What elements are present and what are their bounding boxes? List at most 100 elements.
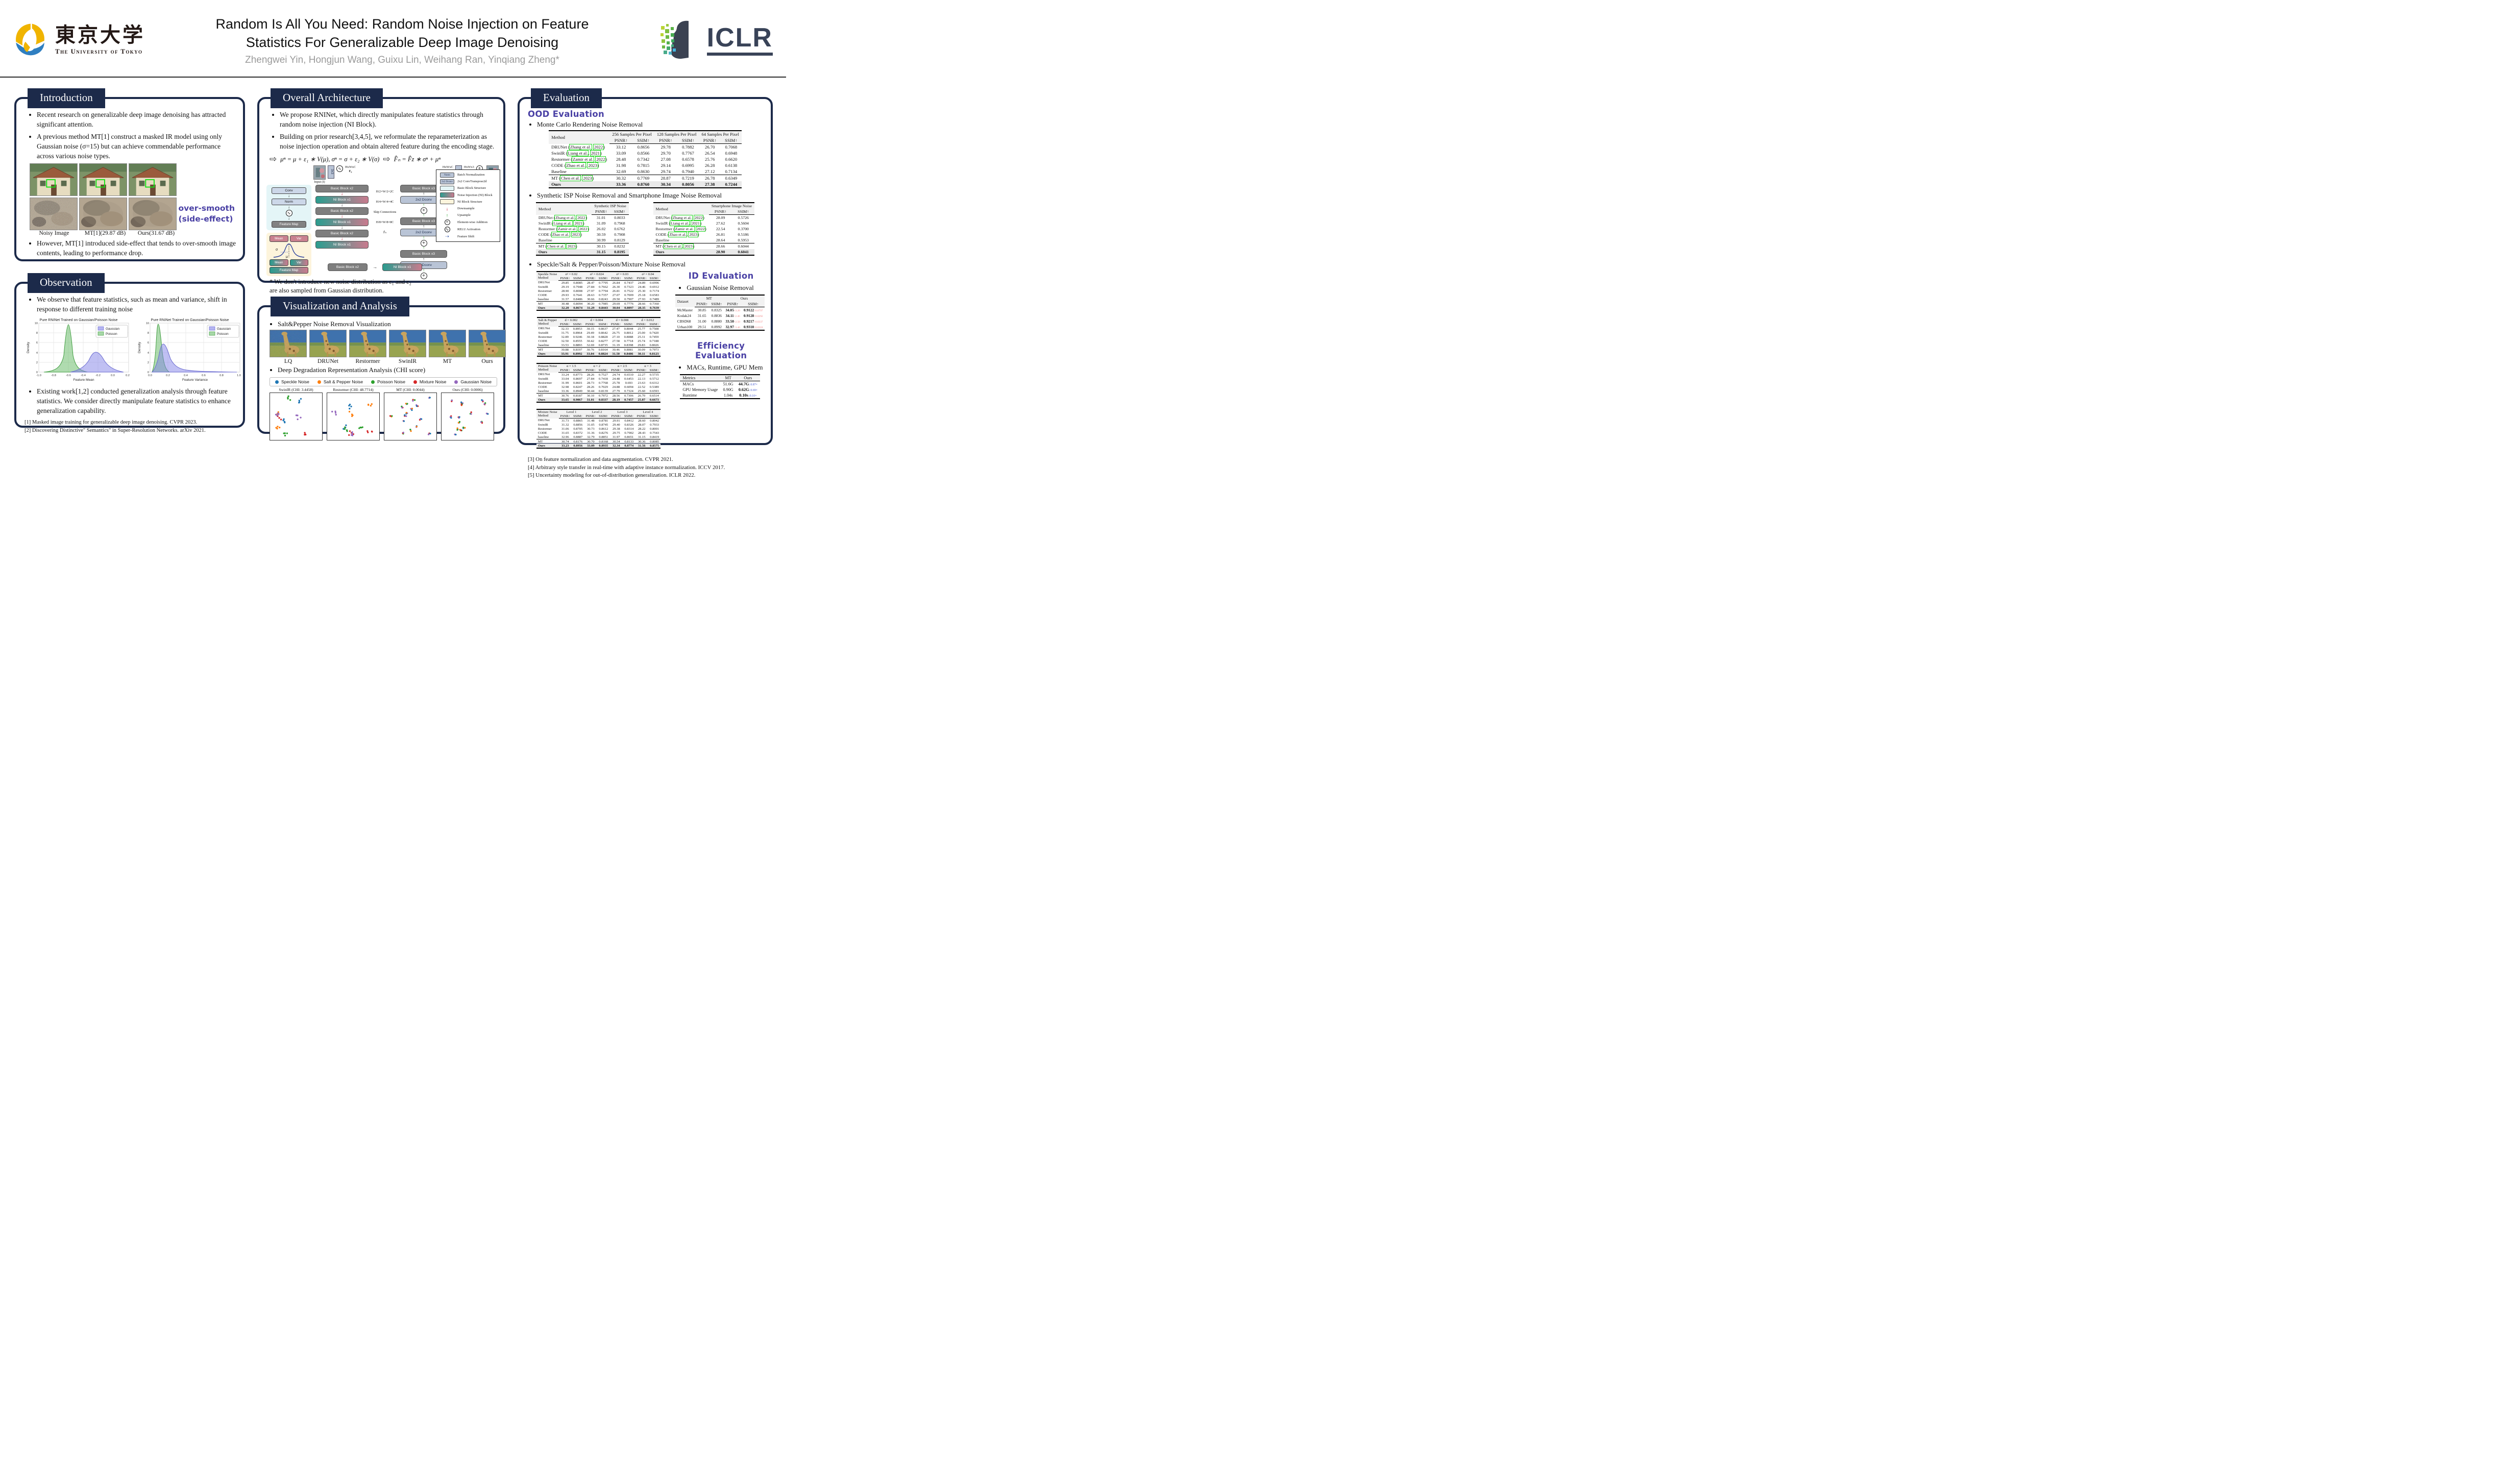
method-cell: MT (Chen et al., 2023)	[653, 243, 709, 249]
value-cell: 24.89	[638, 281, 646, 285]
citation-link[interactable]: Zhang et al.	[569, 143, 592, 150]
value-cell: 28.64	[716, 238, 725, 242]
method-cell: CODE (Zhao et al., 2023)	[655, 232, 699, 237]
table-sub-header: PSNR↑	[558, 322, 572, 327]
value-cell: 33.24	[561, 373, 569, 377]
section-visualization: Visualization and Analysis Salt&Pepper N…	[257, 297, 506, 440]
value-cell: 0.7508	[649, 327, 659, 331]
table-group-header: Level 4	[643, 410, 653, 414]
table-corner-cell: Method	[551, 135, 565, 140]
value-cell: 27.93	[638, 297, 646, 301]
citation-link[interactable]: 2022	[595, 156, 606, 162]
plot-legend: Gaussian Poisson	[95, 325, 128, 338]
table-sub-header: PSNR↑	[583, 322, 597, 327]
value-cell: 31.97	[612, 435, 620, 439]
citation-link[interactable]: 2022	[576, 214, 586, 220]
citation-link[interactable]: Liang et al.	[669, 220, 690, 226]
citation-link[interactable]: Chen et al.	[663, 243, 683, 249]
reference-5: [5] Uncertainty modeling for out-of-dist…	[528, 472, 696, 479]
value-cell: 28.48	[616, 157, 626, 162]
value-cell: 0.9128↑0.0292	[743, 313, 763, 318]
value-cell: 0.7459	[649, 335, 659, 339]
lq-image	[270, 330, 307, 357]
citation-link[interactable]: 2023	[582, 175, 593, 181]
value-cell: 26.02	[596, 227, 606, 231]
citation-link[interactable]: 2023	[683, 243, 694, 249]
intro-bullet-3: However, MT[1] introduced side-effect th…	[37, 239, 236, 258]
value-cell: 0.7948	[573, 285, 583, 289]
svg-text:-0.4: -0.4	[81, 374, 86, 377]
scatter-legend-item: Mixture Noise	[413, 379, 446, 384]
value-cell: 0.8774	[623, 444, 635, 448]
value-cell: 27.07	[612, 293, 620, 297]
citation-link[interactable]: 2021	[691, 220, 701, 226]
citation-link[interactable]: 2022	[593, 143, 604, 150]
value-cell: 24.88	[612, 385, 620, 389]
citation-link[interactable]: 2023	[587, 162, 598, 168]
value-cell: 26.30	[612, 285, 620, 289]
citation-link[interactable]: Liang et al.	[567, 150, 589, 156]
value-cell: 0.8168	[597, 439, 610, 444]
ours-image	[469, 330, 506, 357]
value-cell: 0.7795	[599, 281, 608, 285]
citation-link[interactable]: 2022	[695, 226, 706, 232]
citation-link[interactable]: 2023	[571, 232, 581, 237]
citation-link[interactable]: Zamir et al.	[572, 156, 594, 162]
citation-link[interactable]: Zhao et al.	[565, 162, 586, 168]
scatter-panel-title: SwinIR (CHI: 3.4458)	[279, 387, 313, 392]
value-cell: 30.85	[697, 308, 706, 312]
citation-link[interactable]: Zhao et al.	[551, 232, 570, 237]
noise-removal-bullet: Speckle/Salt & Pepper/Poisson/Mixture No…	[537, 260, 686, 268]
value-cell: 27.10	[612, 335, 620, 339]
method-cell: DRUNet	[538, 327, 550, 331]
citation-link[interactable]: 2023	[688, 232, 698, 237]
table-group-header: d = 0.008	[616, 318, 629, 322]
scatter-legend-item: Gaussian Noise	[454, 379, 492, 384]
value-cell: 32.79	[587, 435, 595, 439]
citation-link[interactable]: 2021	[590, 150, 601, 156]
value-cell: 0.7029	[599, 385, 608, 389]
value-cell: 0.7940	[682, 169, 694, 174]
value-cell: 0.7973	[648, 347, 660, 352]
citation-link[interactable]: Zamir et al.	[556, 226, 578, 232]
citation-link[interactable]: Zhang et al.	[671, 214, 693, 220]
table-group-header: 256 Samples Per Pixel	[612, 132, 652, 137]
value-cell: 0.8674	[571, 306, 584, 310]
svg-text:σ: σ	[276, 248, 278, 252]
citation-link[interactable]: Chen et al.	[546, 243, 566, 249]
value-cell: 31.09	[596, 221, 606, 226]
citation-link[interactable]: Chen et al.	[559, 175, 581, 181]
value-cell: 26.84	[612, 281, 620, 285]
citation-link[interactable]: Zhang et al.	[554, 214, 576, 220]
citation-link[interactable]: Liang et al.	[552, 220, 573, 226]
citation-link[interactable]: 2021	[573, 220, 584, 226]
value-cell: 30.88	[558, 347, 572, 352]
value-cell: 33.12	[616, 144, 626, 150]
svg-text:6: 6	[148, 341, 149, 345]
value-cell: 32.98	[561, 385, 569, 389]
method-cell: Restormer (Zamir et al., 2022)	[551, 156, 607, 162]
citation-link[interactable]: 2022	[578, 226, 589, 232]
value-cell: 28.35	[635, 306, 648, 310]
value-cell: 0.7418	[599, 377, 608, 381]
citation-link[interactable]: 2022	[693, 214, 704, 220]
decoder-stack: Basic Block x3↑2x2 Dconv↑+↑Basic Block x…	[400, 184, 447, 279]
efficiency-evaluation-heading: Efficiency Evaluation	[695, 341, 747, 360]
value-cell: 31.15	[638, 435, 646, 439]
citation-link[interactable]: Zamir et al.	[674, 226, 695, 232]
value-cell: 0.6995	[682, 163, 694, 168]
value-cell: 24.74	[612, 373, 620, 377]
table-sub-header: PSNR↑	[609, 368, 623, 373]
citation-link[interactable]: 2023	[566, 243, 577, 249]
citation-link[interactable]: Zhao et al.	[668, 232, 688, 237]
intro-bullet-1: Recent research on generalizable deep im…	[37, 110, 236, 130]
value-cell: 0.7882	[682, 144, 694, 150]
